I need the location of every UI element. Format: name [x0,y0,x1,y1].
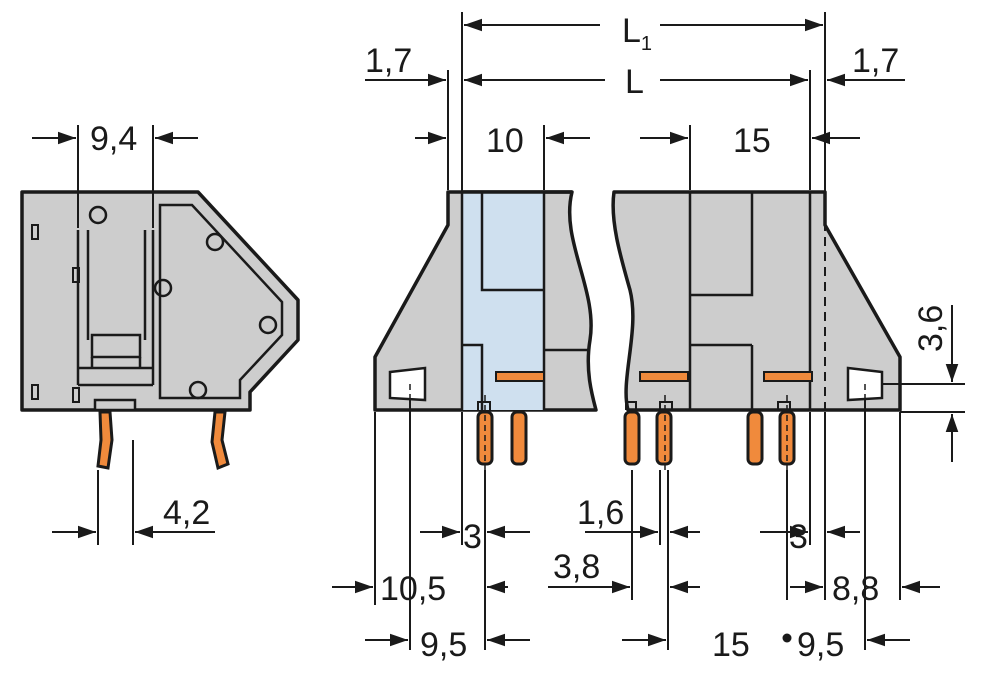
side-view-hole [188,380,208,400]
side-view-hole [258,315,278,335]
pin [623,410,641,466]
front-view-pins [476,410,796,466]
pin [655,410,673,466]
dim-4-2-label: 4,2 [163,494,210,532]
side-view-pin [210,410,230,471]
dim-3-8-label: 3,8 [553,548,600,586]
side-view-pin [96,410,114,470]
front-view-wire-entry [388,366,427,402]
front-view-contact [639,371,689,382]
dim-left-offset-label: 1,7 [365,42,412,80]
dim-left-3-label: 3 [463,518,482,556]
side-view-hole [153,278,173,298]
dim-8-8-label: 8,8 [832,570,879,608]
side-view-spring [90,333,142,359]
dim-10-5-label: 10,5 [380,570,446,608]
dim-right-offset-label: 1,7 [852,42,899,80]
pin [510,410,528,466]
dim-height-label: 3,6 [912,305,950,352]
bottom-dimensions: 3 10,5 9,5 1,6 3,8 15 3 8,8 [332,400,940,664]
front-view-right-housing [611,190,902,412]
dim-right-9-5-label: 9,5 [797,626,844,664]
dim-L-label: L [625,63,644,101]
pin [746,410,764,466]
top-dimensions: L1 L 1,7 1,7 10 15 [365,12,905,192]
side-view: 9,4 4,2 [20,120,300,545]
dim-15-label: 15 [712,626,750,664]
front-view-contact [495,371,545,382]
side-view-hole [88,205,108,225]
dim-pitch-15-label: 15 [733,122,771,160]
dim-right-3-label: 3 [789,518,808,556]
dim-left-9-5-label: 9,5 [420,626,467,664]
dim-1-6-label: 1,6 [577,494,624,532]
front-view: L1 L 1,7 1,7 10 15 3,6 [332,12,965,664]
height-dimension: 3,6 [882,305,965,462]
dim-9-4-label: 9,4 [90,120,137,158]
dim-pitch-10-label: 10 [486,122,524,160]
origin-dot [782,633,792,643]
dim-L1-label: L1 [622,12,652,55]
front-view-contact [763,371,813,382]
side-view-hole [205,232,225,252]
side-view-wire-slot [76,230,155,385]
side-view-clamp-plate [158,203,284,400]
